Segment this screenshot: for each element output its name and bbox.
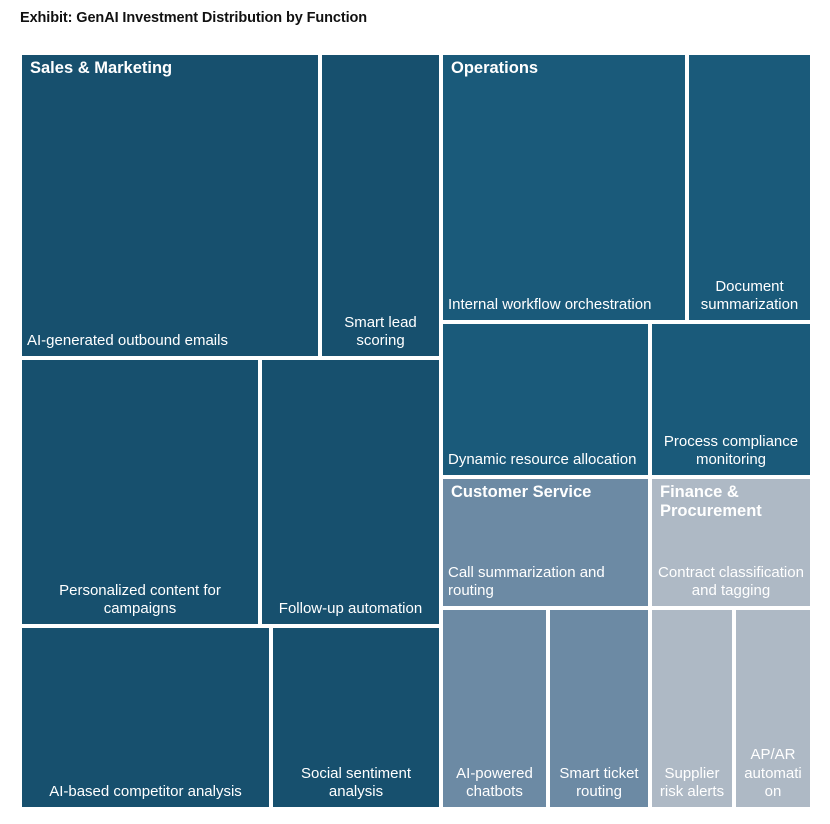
treemap-cell-label: Internal workflow orchestration	[448, 296, 652, 314]
treemap-cell-ai-powered-chatbots[interactable]: AI-powered chatbots	[441, 608, 548, 809]
treemap-cell-label: Supplier risk alerts	[659, 764, 725, 801]
treemap-chart: AI-generated outbound emails Smart lead …	[20, 53, 812, 809]
treemap-cell-label: AI-generated outbound emails	[27, 332, 228, 350]
treemap-cell-label: Call summarization and routing	[448, 563, 605, 600]
treemap-cell-ai-based-competitor-analysis[interactable]: AI-based competitor analysis	[20, 626, 271, 809]
treemap-cell-label: AI-based competitor analysis	[49, 783, 242, 801]
treemap-cell-label: Dynamic resource allocation	[448, 451, 637, 469]
treemap-cell-label: Personalized content for campaigns	[59, 581, 221, 618]
treemap-cell-smart-lead-scoring[interactable]: Smart lead scoring	[320, 53, 441, 358]
treemap-cell-label: Document summarization	[700, 277, 799, 314]
treemap-cell-smart-ticket-routing[interactable]: Smart ticket routing	[548, 608, 650, 809]
treemap-cell-contract-classification-and-tagging[interactable]: Contract classification and tagging	[650, 477, 812, 608]
treemap-cell-label: Contract classification and tagging	[658, 563, 804, 600]
treemap-cell-ai-generated-outbound-emails[interactable]: AI-generated outbound emails	[20, 53, 320, 358]
treemap-cell-process-compliance-monitoring[interactable]: Process compliance monitoring	[650, 322, 812, 477]
treemap-cell-label: Smart ticket routing	[559, 764, 639, 801]
treemap-cell-ap-ar-automation[interactable]: AP/AR automation	[734, 608, 812, 809]
treemap-cell-personalized-content-for-campaigns[interactable]: Personalized content for campaigns	[20, 358, 260, 626]
treemap-cell-supplier-risk-alerts[interactable]: Supplier risk alerts	[650, 608, 734, 809]
treemap-cell-label: Process compliance monitoring	[663, 432, 799, 469]
treemap-cell-label: Follow-up automation	[278, 600, 423, 618]
treemap-cell-social-sentiment-analysis[interactable]: Social sentiment analysis	[271, 626, 441, 809]
treemap-cell-label: Social sentiment analysis	[300, 764, 412, 801]
treemap-cell-dynamic-resource-allocation[interactable]: Dynamic resource allocation	[441, 322, 650, 477]
treemap-cell-internal-workflow-orchestration[interactable]: Internal workflow orchestration	[441, 53, 687, 322]
treemap-cell-label: Smart lead scoring	[344, 313, 417, 350]
treemap-cell-follow-up-automation[interactable]: Follow-up automation	[260, 358, 441, 626]
page-title: Exhibit: GenAI Investment Distribution b…	[20, 10, 368, 26]
treemap-cell-document-summarization[interactable]: Document summarization	[687, 53, 812, 322]
treemap-cell-label: AI-powered chatbots	[456, 764, 533, 801]
treemap-cell-label: AP/AR automation	[744, 746, 802, 801]
treemap-cell-call-summarization-and-routing[interactable]: Call summarization and routing	[441, 477, 650, 608]
